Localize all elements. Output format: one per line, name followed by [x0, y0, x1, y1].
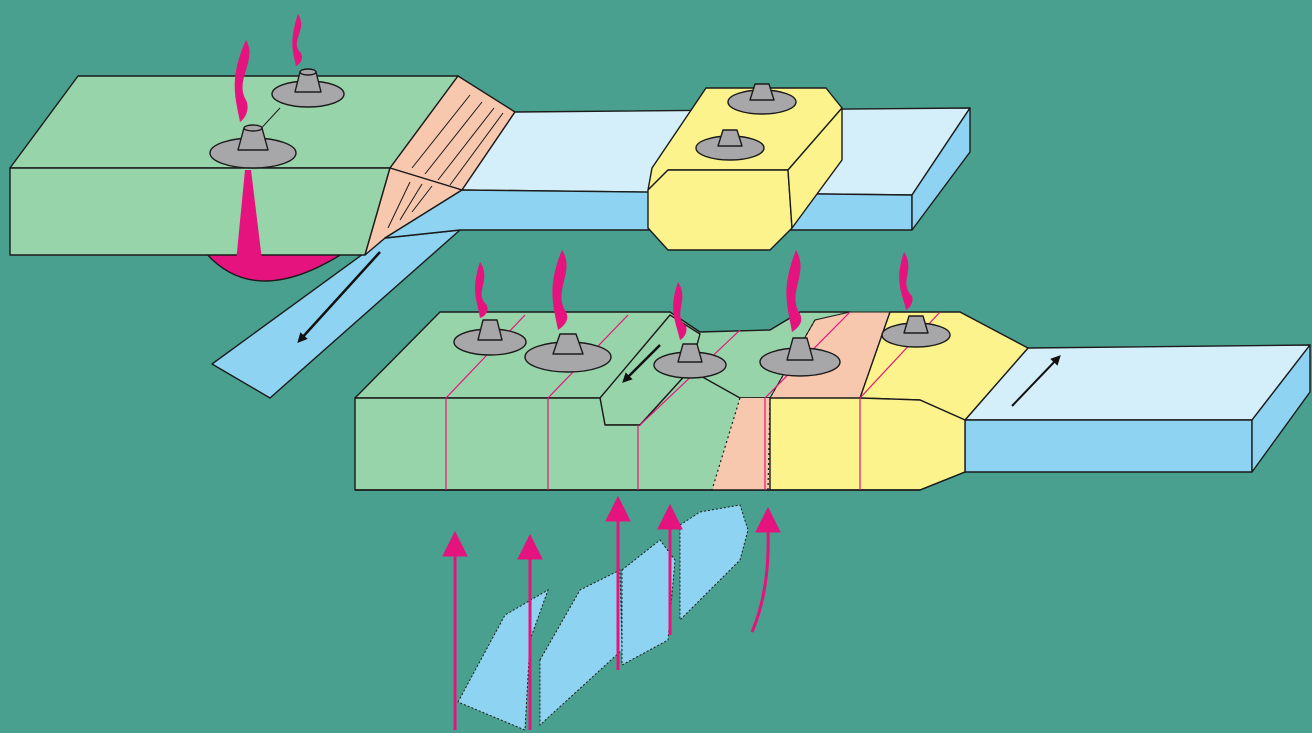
- terrane-end: [787, 107, 843, 229]
- magma-ascent-arrows: [442, 495, 781, 730]
- eruption-plume-icon: [292, 14, 303, 66]
- plate-motion-arrow-icon: [1011, 355, 1061, 407]
- volcano-icon: [653, 343, 727, 379]
- volcano-icon: [727, 83, 797, 115]
- volcano-icon: [695, 129, 765, 161]
- volcano-icon: [453, 319, 527, 356]
- magma-ascent-arrow-icon: [442, 530, 468, 730]
- eruption-plume-icon: [234, 40, 250, 122]
- eruption-plume-icon: [786, 250, 802, 332]
- eruption-plume-icon: [673, 282, 687, 340]
- plate-motion-arrow-icon: [297, 251, 381, 343]
- volcano-icon: [524, 333, 612, 373]
- terrane-side: [647, 169, 793, 251]
- slab-piece: [679, 504, 749, 622]
- slab-piece: [621, 539, 676, 666]
- volcano-icon: [881, 315, 951, 348]
- magma-ascent-arrow-icon: [605, 495, 631, 670]
- volcano-icon: [759, 337, 841, 377]
- lower-volcanoes: [453, 250, 951, 379]
- magma-ascent-arrow-icon: [750, 506, 781, 633]
- eruption-plume-icon: [552, 250, 568, 330]
- oceanic-plate-end: [911, 107, 971, 231]
- slab-piece: [457, 588, 549, 731]
- lower-oceanic-side: [964, 419, 1253, 473]
- terrane-lower-side: [769, 397, 966, 491]
- plate-motion-arrow-icon: [622, 344, 661, 383]
- upper-volcanoes: [209, 14, 797, 169]
- magma-dike: [236, 170, 262, 262]
- magma-chamber: [204, 251, 346, 282]
- volcano-icon: [209, 124, 297, 169]
- eruption-plume-icon: [475, 262, 488, 318]
- descending-slab: [457, 504, 749, 731]
- volcano-icon: [271, 68, 345, 108]
- wedge-side: [712, 398, 770, 490]
- slab-piece: [539, 569, 623, 727]
- continental-crust-side: [9, 167, 391, 256]
- magma-ascent-arrow-icon: [517, 533, 543, 730]
- magma-ascent-arrow-icon: [657, 503, 683, 635]
- eruption-plume-icon: [899, 252, 913, 310]
- lower-oceanic-end: [1251, 344, 1311, 473]
- upper-block: [9, 75, 971, 399]
